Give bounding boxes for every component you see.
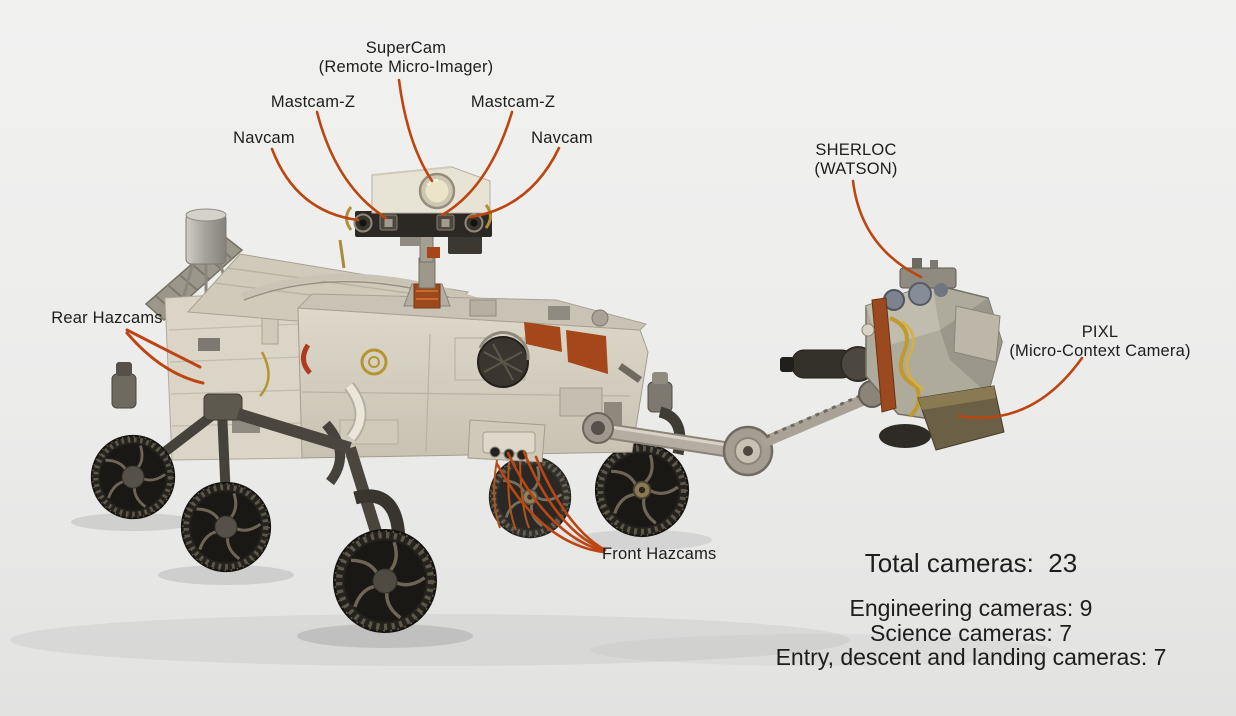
leader-sherloc	[851, 179, 923, 279]
camera-breakdown: Engineering cameras: 9 Science cameras: …	[776, 596, 1167, 670]
label-pixl-sub: (Micro-Context Camera)	[1009, 342, 1191, 360]
rover	[92, 166, 1005, 632]
deck-cylinder	[181, 208, 232, 303]
label-sherloc-sub: (WATSON)	[814, 160, 898, 178]
arm-turret	[780, 258, 1005, 451]
leader-front-hazcam-2	[506, 451, 605, 553]
science-cameras-text: Science cameras: 7	[870, 619, 1072, 646]
label-supercam-name: SuperCam	[365, 39, 447, 57]
leader-navcam-right	[468, 146, 561, 219]
leader-rear-hazcam-2	[125, 331, 205, 385]
label-pixl-name: PIXL	[1081, 323, 1119, 341]
label-mastcam-z-right: Mastcam-Z	[470, 93, 556, 111]
leader-front-hazcam-3	[522, 450, 606, 552]
mast	[403, 235, 451, 309]
leader-navcam-left	[270, 147, 360, 222]
edl-cameras-text: Entry, descent and landing cameras: 7	[775, 644, 1167, 671]
leader-rear-hazcam-1	[125, 328, 202, 369]
label-navcam-left: Navcam	[233, 129, 295, 147]
leader-front-hazcam-4	[534, 455, 607, 552]
robotic-arm	[582, 380, 886, 477]
front-right-steering	[617, 363, 686, 456]
engineering-cameras-text: Engineering cameras: 9	[849, 595, 1093, 621]
label-front-hazcams: Front Hazcams	[602, 545, 717, 563]
label-mastcam-z-left: Mastcam-Z	[270, 93, 356, 111]
ground-shadow	[10, 513, 850, 666]
rear-left-hub	[121, 465, 145, 489]
label-sherloc-name: SHERLOC	[815, 141, 897, 159]
label-pixl: PIXL (Micro-Context Camera)	[1009, 323, 1190, 361]
main-hull	[296, 293, 649, 486]
mid-left-hub	[214, 515, 238, 539]
leader-supercam	[397, 78, 434, 183]
front-hazcams-cluster	[467, 419, 546, 531]
leader-front-hazcam-1	[495, 462, 605, 554]
leader-mastcam-right	[440, 110, 514, 217]
label-supercam: SuperCam (Remote Micro-Imager)	[319, 39, 494, 77]
mast-head	[345, 166, 492, 258]
front-right-wheel	[596, 444, 688, 536]
leader-mastcam-left	[315, 110, 388, 220]
leader-pixl	[957, 356, 1084, 420]
label-rear-hazcams: Rear Hazcams	[51, 309, 163, 327]
total-cameras-text: Total cameras: 23	[864, 548, 1078, 578]
label-supercam-sub: (Remote Micro-Imager)	[318, 58, 494, 76]
label-navcam-right: Navcam	[531, 129, 593, 147]
front-left-hub	[372, 568, 398, 594]
leader-lines	[125, 78, 1084, 554]
label-sherloc: SHERLOC (WATSON)	[814, 141, 897, 179]
